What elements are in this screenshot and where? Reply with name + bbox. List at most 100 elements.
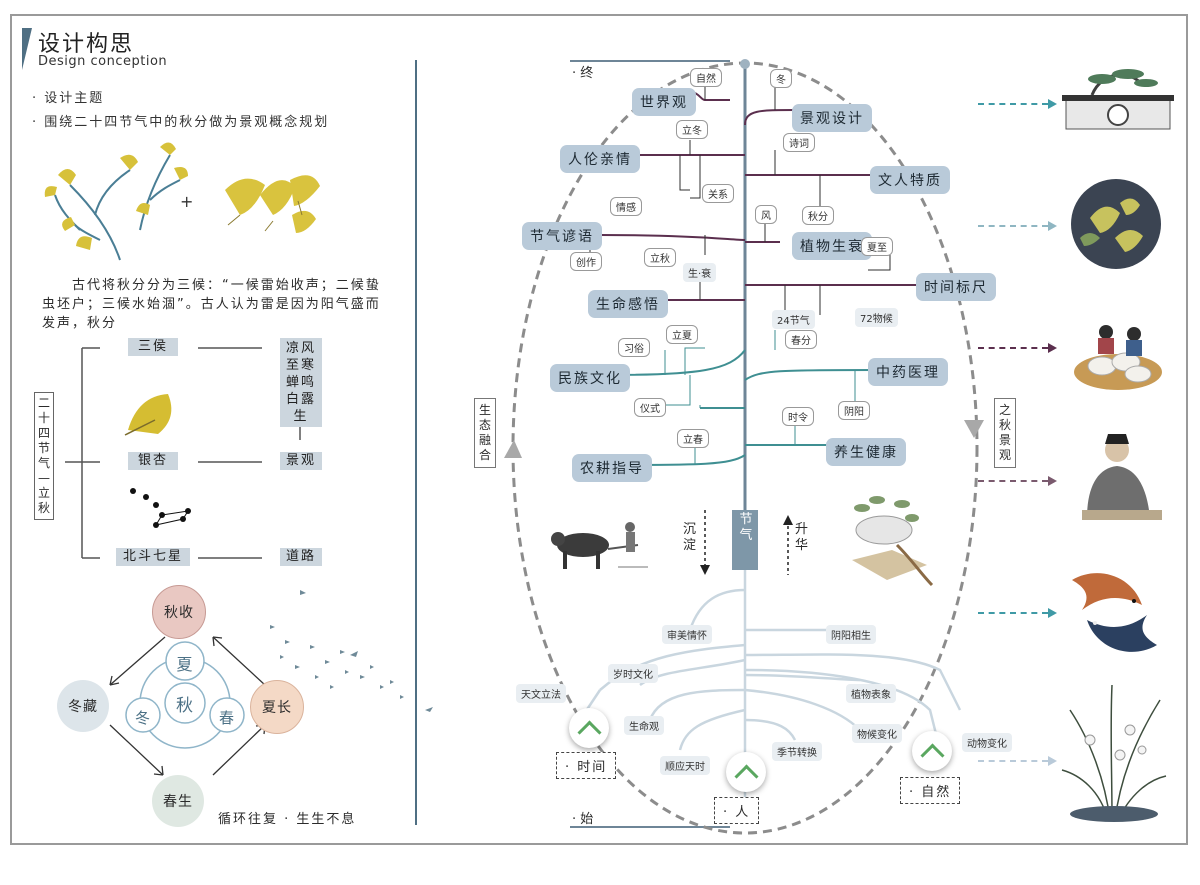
birds-decoration <box>270 590 433 712</box>
tag-start-summer: 立夏 <box>666 325 698 344</box>
koi-fish-image <box>1072 573 1157 652</box>
node-tcm: 中药医理 <box>868 358 948 386</box>
sediment-label: 沉淀 <box>683 522 697 553</box>
herbs-illustration <box>852 496 934 587</box>
node-landscape-design: 景观设计 <box>792 104 872 132</box>
tag-customs: 习俗 <box>618 338 650 357</box>
winter-storage-circle: 冬藏 <box>57 680 109 732</box>
tag-nature: 自然 <box>690 68 722 87</box>
arrow-4-head <box>1048 476 1057 486</box>
tag-winter: 冬 <box>770 69 792 88</box>
dumplings-image <box>1074 325 1162 390</box>
central-tree-svg <box>504 59 984 835</box>
node-farming: 农耕指导 <box>572 454 652 482</box>
tag-relations: 关系 <box>702 184 734 203</box>
tag-poetry: 诗词 <box>783 133 815 152</box>
node-proverbs: 节气谚语 <box>522 222 602 250</box>
solar-term-vertical-label: 二十四节气—立秋 <box>34 392 54 520</box>
chevron-up-icon <box>919 742 945 768</box>
inner-summer: 夏 <box>176 655 194 674</box>
node-literati: 文人特质 <box>870 166 950 194</box>
node-worldview: 世界观 <box>632 88 696 116</box>
root-aesthetic: 审美情怀 <box>662 625 712 644</box>
node-plant-cycle: 植物生衰 <box>792 232 872 260</box>
end-label: · 终 <box>572 66 594 81</box>
chevron-up-icon <box>733 763 759 789</box>
node-family-ethics: 人伦亲情 <box>560 145 640 173</box>
ecology-fusion-label: 生态融合 <box>474 398 496 468</box>
tag-24-terms: 24节气 <box>772 310 815 329</box>
orchid-image <box>1061 684 1167 822</box>
bullet-2: · 围绕二十四节气中的秋分做为景观概念规划 <box>32 115 330 130</box>
ginkgo-circle-image <box>1071 179 1161 269</box>
panel-divider <box>415 60 417 825</box>
tag-72-phenology: 72物候 <box>855 308 898 327</box>
svg-text:+: + <box>180 192 193 211</box>
landscape-box: 景观 <box>280 452 322 470</box>
root-phenology: 物候变化 <box>852 724 902 743</box>
road-box: 道路 <box>280 548 322 566</box>
arrow-2 <box>978 225 1048 227</box>
three-periods-content-box: 凉风至寒蝉鸣白露生 <box>280 338 322 427</box>
arrow-3-head <box>1048 343 1057 353</box>
big-dipper-box: 北斗七星 <box>116 548 190 566</box>
ginkgo-leaf-icon <box>124 394 172 436</box>
root-life-view: 生命观 <box>624 716 664 735</box>
page-subtitle: Design conception <box>38 54 168 69</box>
time-box: · 时间 <box>556 752 617 779</box>
root-season-change: 季节转换 <box>772 742 822 761</box>
root-yin-yang: 阴阳相生 <box>826 625 876 644</box>
summer-growth-circle: 夏长 <box>250 680 304 734</box>
three-periods-box: 三侯 <box>128 338 178 356</box>
node-health: 养生健康 <box>826 438 906 466</box>
tag-start-autumn: 立秋 <box>644 248 676 267</box>
tag-start-spring: 立春 <box>677 429 709 448</box>
root-animal-change: 动物变化 <box>962 733 1012 752</box>
tag-rise-fall: 生·衰 <box>683 263 717 282</box>
arrow-2-head <box>1048 221 1057 231</box>
ginkgo-box: 银杏 <box>128 452 178 470</box>
tag-yin-yang: 阴阳 <box>838 401 870 420</box>
tag-spring-equinox: 春分 <box>785 330 817 349</box>
page-title: 设计构思 <box>38 32 135 57</box>
tag-creation: 创作 <box>570 252 602 271</box>
inner-winter: 冬 <box>134 708 151 727</box>
autumn-landscape-label: 之秋景观 <box>994 398 1016 468</box>
chevron-up-icon <box>576 719 602 745</box>
inner-autumn: 秋 <box>176 695 194 716</box>
arrow-6 <box>978 760 1048 762</box>
people-chevron-button[interactable] <box>726 752 766 792</box>
tag-start-winter: 立冬 <box>676 120 708 139</box>
tag-ritual: 仪式 <box>634 398 666 417</box>
ginkgo-illustration: + <box>44 142 320 261</box>
arrow-3 <box>978 347 1048 349</box>
autumn-harvest-circle: 秋收 <box>152 585 206 639</box>
left-tree-lines <box>65 347 301 559</box>
bullet-1: · 设计主题 <box>32 91 105 106</box>
nature-box: · 自然 <box>900 777 961 804</box>
sublimation-label: 升华 <box>795 522 809 553</box>
farmer-ox-illustration <box>551 522 648 569</box>
arrow-4 <box>978 480 1048 482</box>
scholar-image <box>1082 434 1162 520</box>
nature-chevron-button[interactable] <box>912 731 952 771</box>
time-chevron-button[interactable] <box>569 708 609 748</box>
big-dipper-icon <box>130 488 191 528</box>
arrow-1-head <box>1048 99 1057 109</box>
arrow-6-head <box>1048 756 1057 766</box>
inner-spring: 春 <box>218 708 235 727</box>
root-plant-appearance: 植物表象 <box>846 684 896 703</box>
spring-birth-circle: 春生 <box>152 775 204 827</box>
trunk-label: 节气 <box>739 512 753 543</box>
tag-seasonal: 时令 <box>782 407 814 426</box>
root-seasonal-culture: 岁时文化 <box>608 664 658 683</box>
tag-emotion: 情感 <box>610 197 642 216</box>
tag-summer-solstice: 夏至 <box>861 237 893 256</box>
intro-paragraph: 古代将秋分分为三候：“一候雷始收声；二候蛰虫坯户；三候水始涸”。古人认为雷是因为… <box>42 278 381 331</box>
root-astronomy: 天文立法 <box>516 684 566 703</box>
arrow-5-head <box>1048 608 1057 618</box>
title-marker <box>22 28 32 70</box>
page-frame <box>10 14 1188 845</box>
root-follow-heaven: 顺应天时 <box>660 756 710 775</box>
node-time-scale: 时间标尺 <box>916 273 996 301</box>
